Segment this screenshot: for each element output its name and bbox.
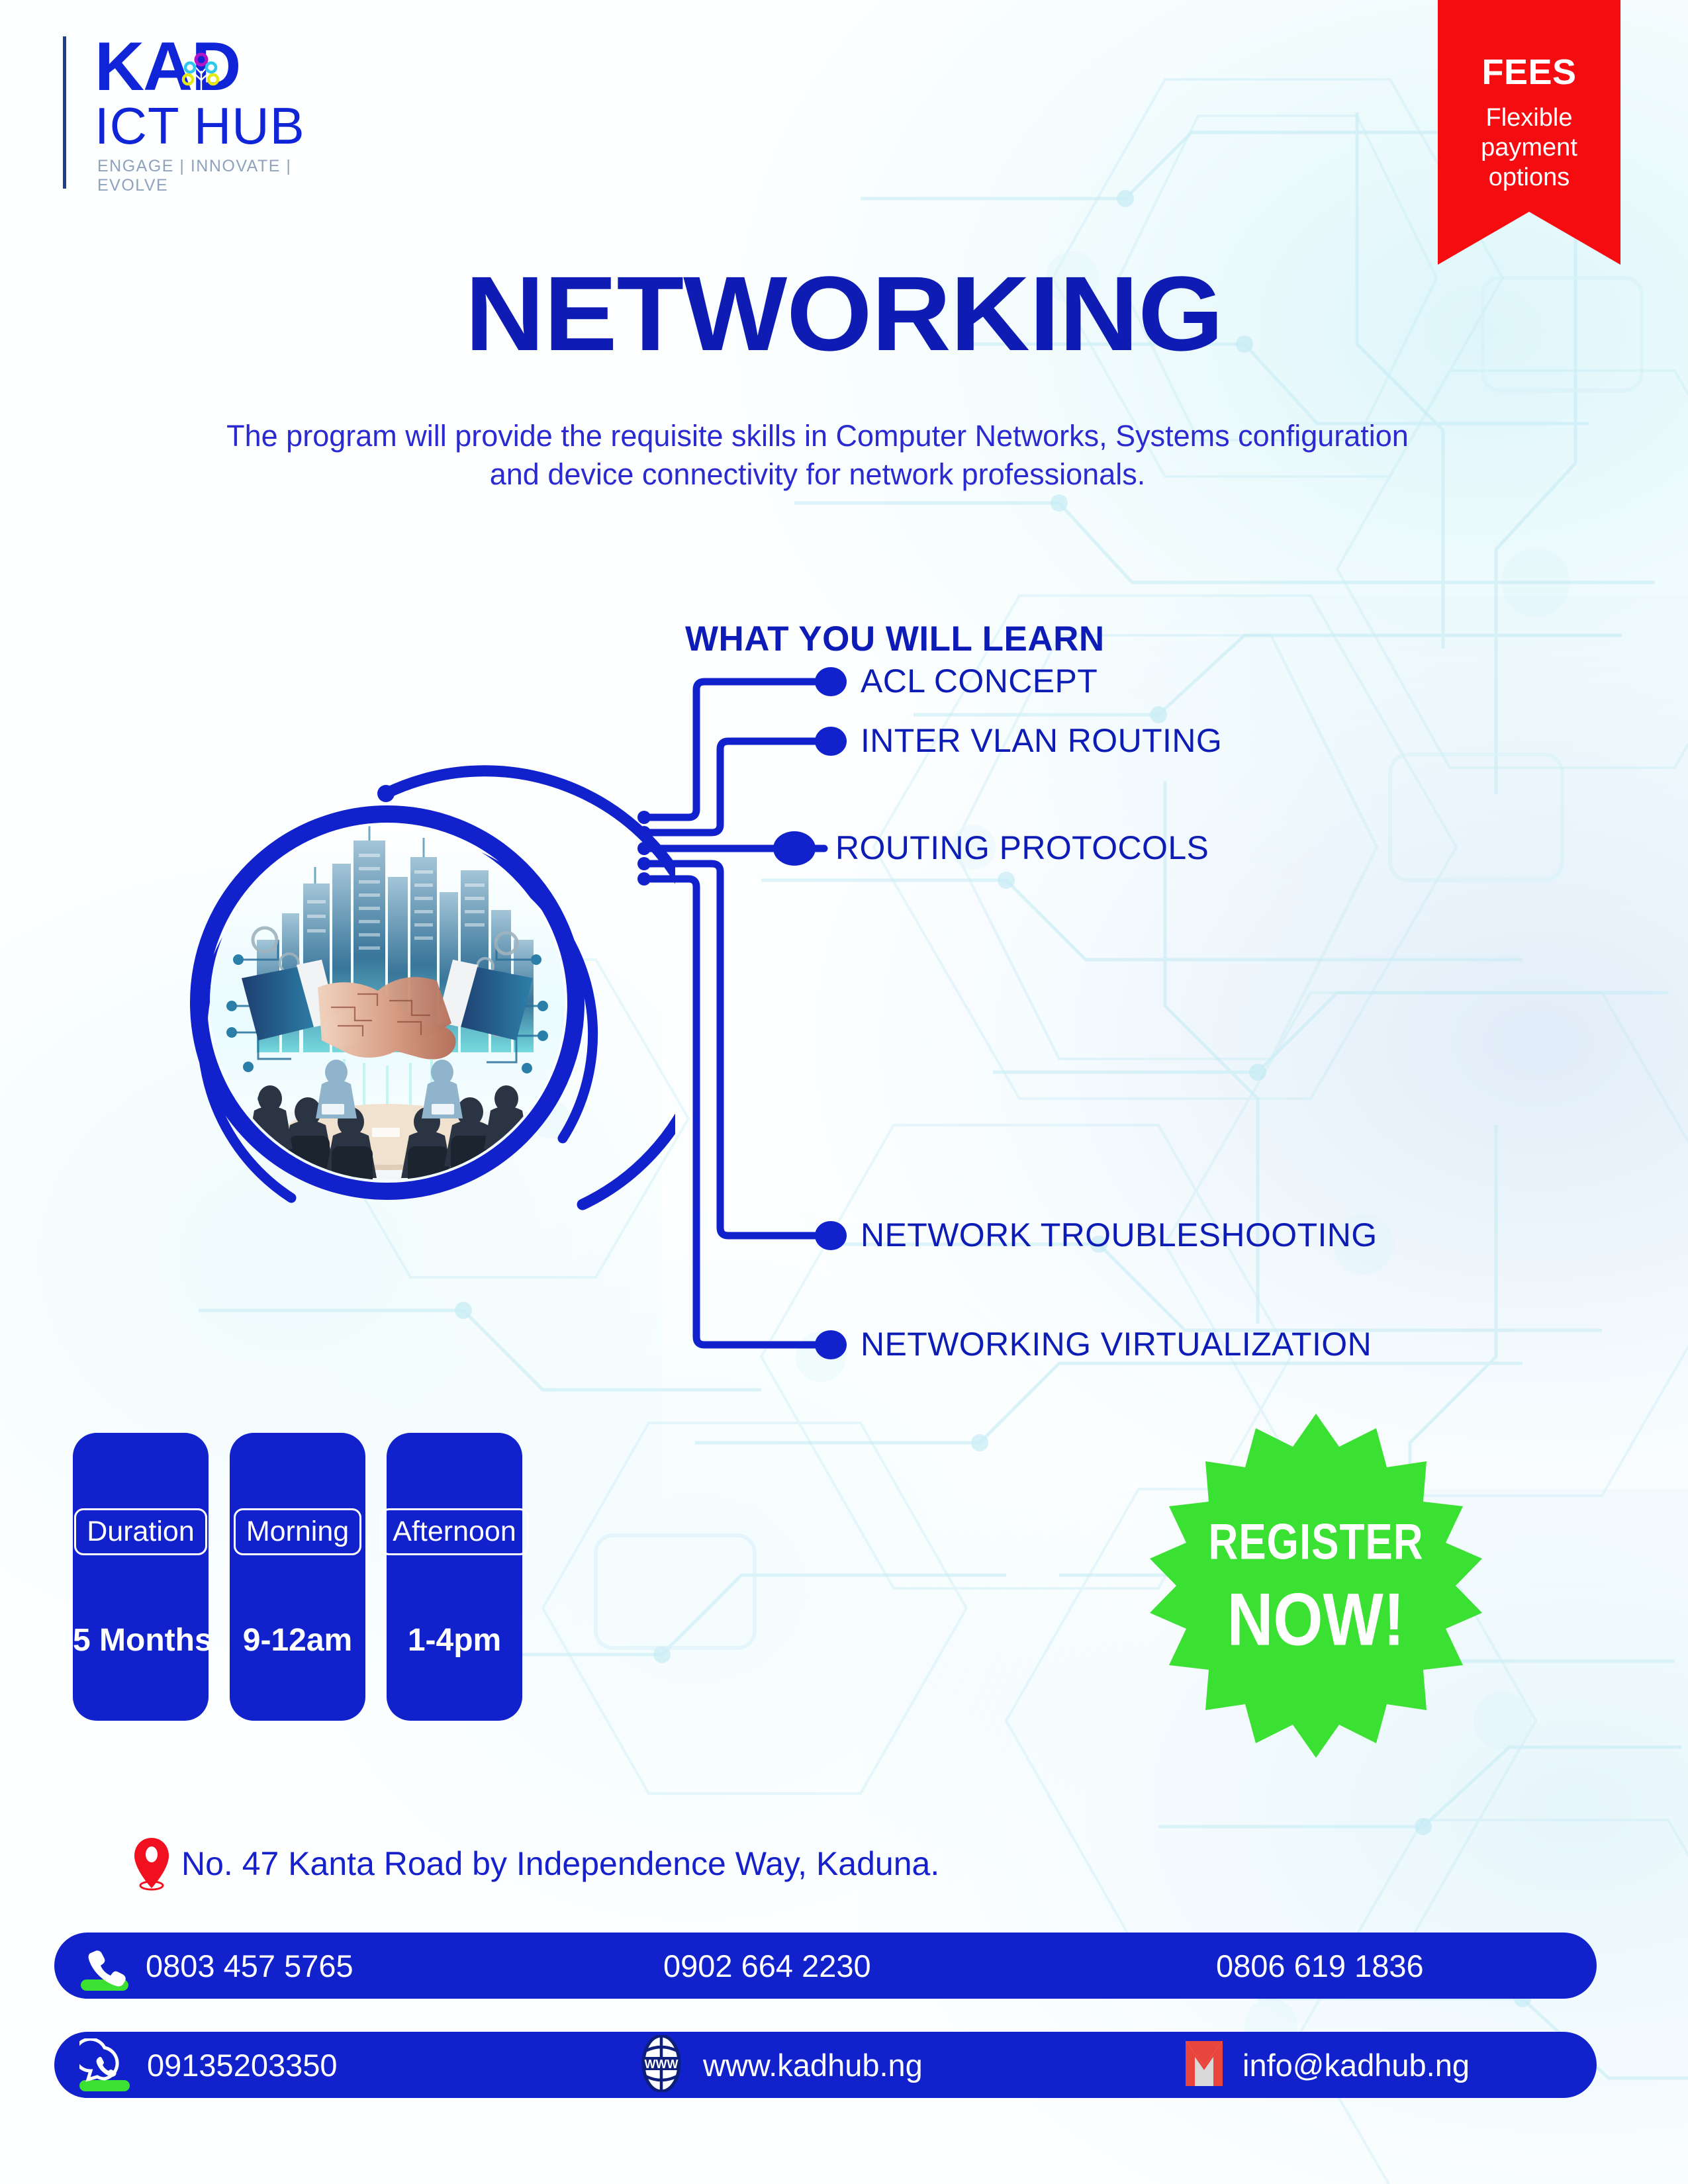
page-title: NETWORKING	[465, 254, 1223, 373]
contact-whatsapp-number: 09135203350	[147, 2047, 338, 2083]
contact-whatsapp[interactable]: 09135203350	[73, 2037, 338, 2092]
contact-website-url: www.kadhub.ng	[703, 2047, 923, 2083]
address-line: No. 47 Kanta Road by Independence Way, K…	[132, 1837, 939, 1891]
card-afternoon-value: 1-4pm	[407, 1623, 502, 1658]
card-duration-title: Duration	[74, 1508, 207, 1555]
card-afternoon-title: Afternoon	[380, 1508, 529, 1555]
contact-phone-3-number: 0806 619 1836	[1216, 1948, 1424, 1983]
learn-item-acl-concept: ACL CONCEPT	[861, 662, 1098, 700]
location-pin-icon	[134, 1838, 169, 1891]
svg-text:WWW: WWW	[645, 2058, 679, 2071]
card-morning-title: Morning	[233, 1508, 362, 1555]
contact-phone-3[interactable]: 0806 619 1836	[1216, 1948, 1424, 1984]
whatsapp-icon	[73, 2037, 130, 2092]
learn-item-routing-protocols: ROUTING PROTOCOLS	[835, 829, 1209, 866]
learn-item-inter-vlan-routing: INTER VLAN ROUTING	[861, 722, 1223, 759]
starburst-icon	[1150, 1414, 1482, 1758]
brand-logo: KAD ICT HUB ENGAGE | INNOVATE | EVOLVE	[63, 32, 341, 195]
contact-phone-2[interactable]: 0902 664 2230	[663, 1948, 871, 1984]
card-morning: Morning 9-12am	[230, 1433, 365, 1721]
globe-www-icon: WWW	[637, 2034, 686, 2095]
gmail-icon	[1183, 2036, 1225, 2095]
register-label: REGISTER	[1208, 1514, 1424, 1570]
learn-item-network-troubleshooting: NETWORK TROUBLESHOOTING	[861, 1216, 1378, 1253]
logo-tagline: ENGAGE | INNOVATE | EVOLVE	[97, 157, 292, 195]
address-text: No. 47 Kanta Road by Independence Way, K…	[181, 1845, 940, 1882]
contact-phone-1[interactable]: 0803 457 5765	[81, 1940, 353, 1991]
now-label: NOW!	[1227, 1578, 1405, 1662]
phone-icon	[81, 1940, 128, 1991]
tree-node-icon	[181, 52, 220, 95]
card-afternoon: Afternoon 1-4pm	[380, 1433, 529, 1721]
contact-phone-2-number: 0902 664 2230	[663, 1948, 871, 1983]
contact-bar-online: 09135203350 WWW	[54, 2032, 1597, 2098]
register-now-badge[interactable]: REGISTER NOW!	[1137, 1408, 1495, 1766]
program-description: The program will provide the requisite s…	[226, 419, 1409, 491]
learn-item-networking-virtualization: NETWORKING VIRTUALIZATION	[861, 1326, 1372, 1363]
logo-divider-rule	[63, 36, 66, 189]
hero-circle-image	[126, 741, 719, 1291]
learn-section-heading: WHAT YOU WILL LEARN	[685, 619, 1105, 659]
card-duration-value: 5 Months	[73, 1623, 212, 1658]
contact-bar-phones: 0803 457 5765 0902 664 2230 0806 619 183…	[54, 1933, 1597, 1999]
fees-ribbon: FEES Flexible payment options	[1438, 0, 1620, 265]
contact-website[interactable]: WWW www.kadhub.ng	[637, 2034, 923, 2095]
contact-email-address: info@kadhub.ng	[1243, 2047, 1470, 2083]
fees-title: FEES	[1481, 52, 1577, 92]
card-duration: Duration 5 Months	[73, 1433, 212, 1721]
schedule-cards: Duration 5 Months Morning 9-12am Afterno…	[73, 1433, 708, 1731]
logo-wordmark-icthub: ICT HUB	[95, 97, 305, 155]
card-morning-value: 9-12am	[242, 1623, 353, 1658]
contact-phone-1-number: 0803 457 5765	[146, 1948, 353, 1983]
contact-email[interactable]: info@kadhub.ng	[1183, 2036, 1470, 2095]
fees-subtitle: Flexible payment options	[1481, 104, 1577, 191]
